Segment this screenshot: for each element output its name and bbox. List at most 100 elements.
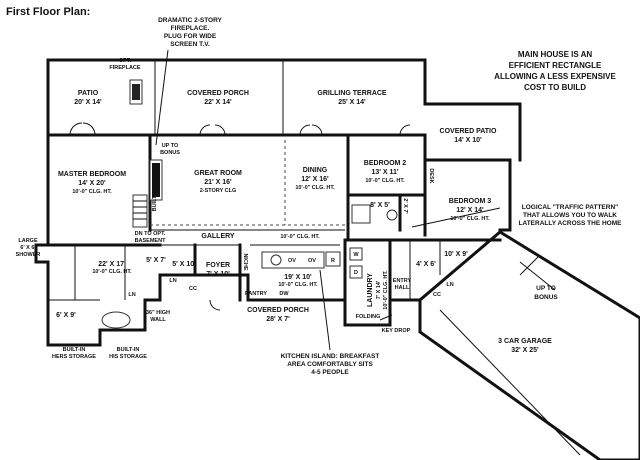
room-bedroom-3: BEDROOM 3 12' X 14' 10'-0" CLG. HT. [449,198,492,222]
svg-text:WALL: WALL [150,317,166,323]
stair-icon [132,194,148,228]
svg-text:LAUNDRY: LAUNDRY [367,273,374,307]
dryer-label: D [354,270,358,276]
toilet-icon [386,209,398,221]
svg-text:36" HIGH: 36" HIGH [146,310,170,316]
opt-fireplace-label: OPT. FIREPLACE [109,58,141,71]
svg-text:COVERED PATIO: COVERED PATIO [440,128,497,135]
svg-text:ENTRY: ENTRY [393,278,412,284]
svg-text:32' X 25': 32' X 25' [511,347,539,354]
ln-master-label: LN [128,292,135,298]
hall-5x7-label: 5' X 7' [146,257,166,264]
svg-text:3 CAR GARAGE: 3 CAR GARAGE [498,338,552,345]
built-in-label: BUILT-IN [152,189,158,212]
svg-text:COVERED PORCH: COVERED PORCH [187,90,249,97]
tub-icon [101,311,131,329]
study-5x10-label: 5' X 10' [172,261,196,268]
svg-text:FOYER: FOYER [206,262,230,269]
svg-text:FIREPLACE: FIREPLACE [109,65,141,71]
svg-text:14' X 20': 14' X 20' [78,180,106,187]
svg-text:19' X 10': 19' X 10' [284,274,312,281]
dn-basement-label: DN TO OPT. BASEMENT [135,231,167,244]
up-to-bonus-label: UP TO BONUS [160,143,180,156]
svg-text:UP TO: UP TO [162,143,179,149]
svg-text:UP TO: UP TO [536,285,556,292]
svg-text:MAIN HOUSE IS AN: MAIN HOUSE IS AN [518,50,593,59]
hers-storage-label: BUILT-IN HERS STORAGE [52,347,96,360]
high-wall-label: 36" HIGH WALL [146,310,170,323]
svg-text:SHOWER: SHOWER [16,252,41,258]
oven-2-label: OV [308,258,316,264]
svg-text:KITCHEN ISLAND: BREAKFAST: KITCHEN ISLAND: BREAKFAST [281,353,380,360]
svg-text:12' X 16': 12' X 16' [301,176,329,183]
room-foyer: FOYER 7' X 10' [206,262,230,278]
room-covered-porch-rear: COVERED PORCH 22' X 14' [187,90,249,106]
closet-6x9-label: 6' X 9' [56,312,76,319]
svg-text:4-5 PEOPLE: 4-5 PEOPLE [311,369,349,376]
svg-text:BONUS: BONUS [160,150,180,156]
svg-text:COVERED PORCH: COVERED PORCH [247,307,309,314]
svg-text:BEDROOM 2: BEDROOM 2 [364,160,407,167]
bath-8x5-label: 8' X 5' [370,202,390,209]
closet-2x7-label: 2' X 7' [402,198,408,214]
svg-text:OPT.: OPT. [119,58,132,64]
svg-text:BASEMENT: BASEMENT [135,238,167,244]
bath-tub-icon [351,204,371,224]
room-covered-patio: COVERED PATIO 14' X 10' [440,128,497,144]
svg-text:14' X 10': 14' X 10' [454,137,482,144]
room-bedroom-2: BEDROOM 2 13' X 11' 10'-0" CLG. HT. [364,160,407,184]
room-laundry: LAUNDRY 7' X 14' 10'-0" CLG. HT. [367,270,389,310]
svg-text:SCREEN T.V.: SCREEN T.V. [170,41,210,48]
svg-text:HIS STORAGE: HIS STORAGE [109,354,147,360]
room-dining: DINING 12' X 16' 10'-0" CLG. HT. [295,167,335,191]
svg-text:LATERALLY ACROSS THE HOME: LATERALLY ACROSS THE HOME [519,220,623,227]
room-great-room: GREAT ROOM 21' X 16' 2-STORY CLG [194,170,242,194]
svg-text:ALLOWING A LESS EXPENSIVE: ALLOWING A LESS EXPENSIVE [494,72,616,81]
main-house-note: MAIN HOUSE IS AN EFFICIENT RECTANGLE ALL… [494,50,616,92]
interior-walls [48,133,502,302]
svg-text:HERS STORAGE: HERS STORAGE [52,354,96,360]
svg-text:BEDROOM 3: BEDROOM 3 [449,198,492,205]
room-garage: 3 CAR GARAGE 32' X 25' [498,338,552,354]
svg-text:GREAT ROOM: GREAT ROOM [194,170,242,177]
ln-hall-label: LN [169,278,176,284]
svg-text:BUILT-IN: BUILT-IN [117,347,140,353]
his-storage-label: BUILT-IN HIS STORAGE [109,347,147,360]
svg-text:28' X 7': 28' X 7' [266,316,290,323]
cc-foyer-label: CC [189,286,197,292]
svg-text:25' X 14': 25' X 14' [338,99,366,106]
fridge-label: R [331,258,335,264]
desk-label: DESK [428,168,434,183]
svg-text:20' X 14': 20' X 14' [74,99,102,106]
svg-text:6' X 6': 6' X 6' [20,245,36,251]
cc-garage-label: CC [433,292,441,298]
svg-text:10'-0" CLG. HT.: 10'-0" CLG. HT. [450,216,490,222]
exterior-walls [34,58,522,347]
svg-text:7' X 10': 7' X 10' [206,271,230,278]
svg-text:2-STORY CLG: 2-STORY CLG [200,188,237,194]
island-callout: KITCHEN ISLAND: BREAKFAST AREA COMFORTAB… [281,353,380,376]
room-kitchen: 19' X 10' 10'-0" CLG. HT. [278,274,318,288]
doors [69,122,411,311]
svg-text:10'-0" CLG. HT.: 10'-0" CLG. HT. [383,270,389,310]
svg-text:12' X 14': 12' X 14' [456,207,484,214]
svg-text:HALL: HALL [395,285,410,291]
shower-label: LARGE 6' X 6' SHOWER [16,238,41,258]
garage-outline [418,230,640,460]
svg-text:BUILT-IN: BUILT-IN [63,347,86,353]
svg-text:THAT ALLOWS YOU TO WALK: THAT ALLOWS YOU TO WALK [523,212,617,219]
gallery-ceiling-label: 10'-0" CLG. HT. [280,234,320,240]
svg-text:GRILLING TERRACE: GRILLING TERRACE [317,90,387,97]
svg-text:21' X 16': 21' X 16' [204,179,232,186]
svg-text:AREA COMFORTABLY SITS: AREA COMFORTABLY SITS [287,361,373,368]
traffic-callout: LOGICAL "TRAFFIC PATTERN" THAT ALLOWS YO… [519,204,623,227]
svg-text:22' X 17': 22' X 17' [98,261,126,268]
dw-label: DW [279,291,289,297]
gallery-label: GALLERY [201,233,235,240]
room-patio: PATIO 20' X 14' [74,90,102,106]
svg-text:PATIO: PATIO [78,90,99,97]
svg-text:COST TO BUILD: COST TO BUILD [524,83,586,92]
svg-text:10'-0" CLG. HT.: 10'-0" CLG. HT. [365,178,405,184]
oven-1-label: OV [288,258,296,264]
room-covered-porch-front: COVERED PORCH 28' X 7' [247,307,309,323]
